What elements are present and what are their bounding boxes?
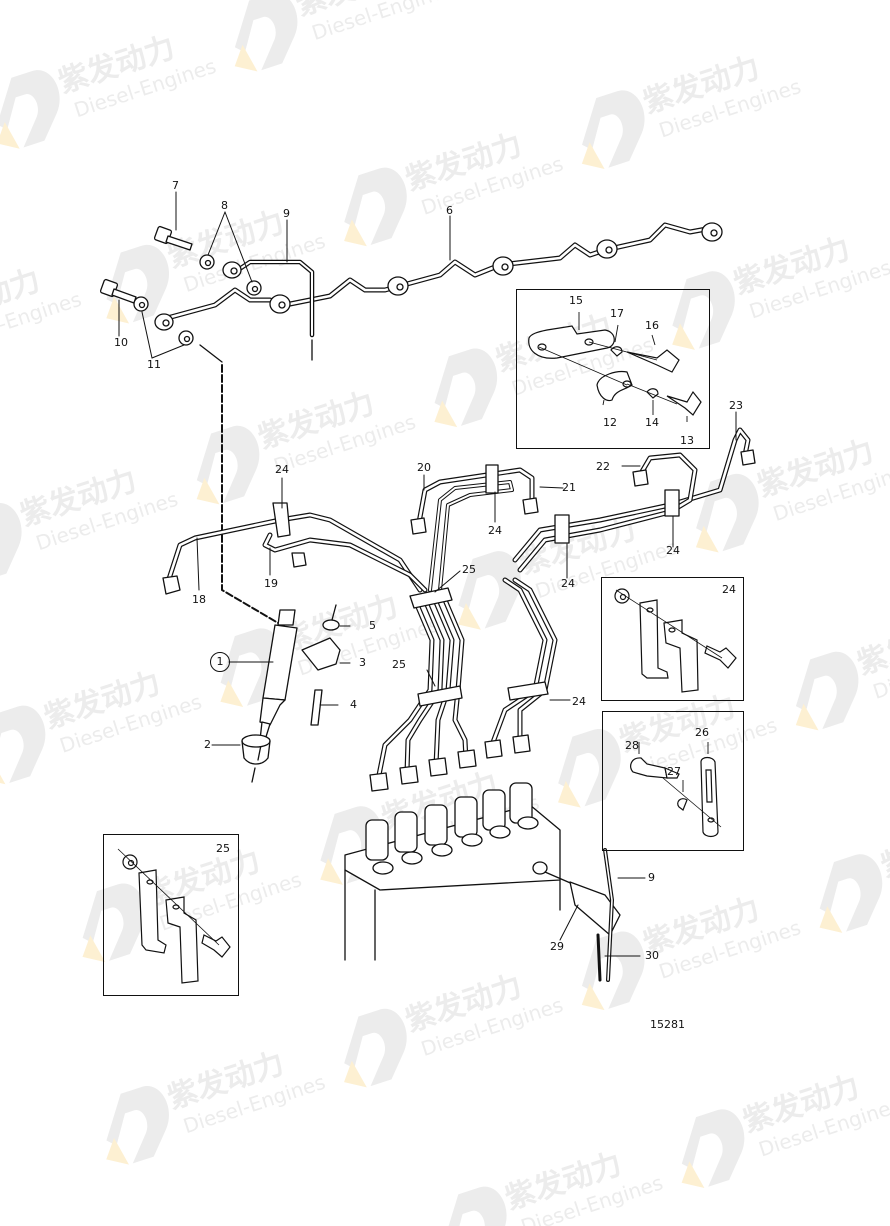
- return-pipe-6: [277, 222, 723, 309]
- callout-18: 18: [192, 593, 206, 606]
- callout-2: 2: [204, 738, 211, 751]
- callout-4: 4: [350, 698, 357, 711]
- callout-26: 26: [695, 726, 709, 739]
- callout-8: 8: [221, 199, 228, 212]
- inset-24-title: 24: [722, 583, 736, 596]
- callout-22: 22: [596, 460, 610, 473]
- inset-bracket-26: 28 27 26: [602, 711, 744, 851]
- callout-21: 21: [562, 481, 576, 494]
- callout-13: 13: [680, 434, 694, 447]
- callout-25-upper: 25: [462, 563, 476, 576]
- figure-number: 15281: [650, 1018, 685, 1031]
- callout-15: 15: [569, 294, 583, 307]
- callout-9-top: 9: [283, 207, 290, 220]
- bracket-26-drawing: [630, 742, 722, 838]
- callout-23: 23: [729, 399, 743, 412]
- bracket-25-drawing: [117, 848, 231, 984]
- callout-29: 29: [550, 940, 564, 953]
- callout-24-lower: 24: [572, 695, 586, 708]
- callout-25-lower: 25: [392, 658, 406, 671]
- inset-25-title: 25: [216, 842, 230, 855]
- callout-5: 5: [369, 619, 376, 632]
- leader-lines-mid: [196, 411, 737, 957]
- callout-20: 20: [417, 461, 431, 474]
- injector-assembly: [241, 604, 341, 783]
- delivery-pipes-left: [162, 502, 428, 595]
- leader-lines-top: [118, 191, 451, 359]
- callout-16: 16: [645, 319, 659, 332]
- inset-bracket-25: 25: [103, 834, 239, 996]
- callout-7: 7: [172, 179, 179, 192]
- callout-24-mid: 24: [561, 577, 575, 590]
- banjo-bolts: [99, 225, 262, 346]
- delivery-pipes-right: [484, 427, 756, 759]
- callout-24-center: 24: [488, 524, 502, 537]
- callout-17: 17: [610, 307, 624, 320]
- callout-9-bottom: 9: [648, 871, 655, 884]
- leak-off-pipe: [157, 259, 315, 631]
- callout-28: 28: [625, 739, 639, 752]
- callout-6: 6: [446, 204, 453, 217]
- callout-30: 30: [645, 949, 659, 962]
- callout-19: 19: [264, 577, 278, 590]
- callout-12: 12: [603, 416, 617, 429]
- injection-pump: [344, 782, 621, 982]
- callout-3: 3: [359, 656, 366, 669]
- callout-11: 11: [147, 358, 161, 371]
- clamp-detail-drawing: [528, 312, 702, 422]
- callout-14: 14: [645, 416, 659, 429]
- inset-bracket-24: 24: [601, 577, 744, 701]
- callout-10: 10: [114, 336, 128, 349]
- bracket-24-drawing: [614, 588, 737, 693]
- callout-1: 1: [210, 652, 230, 672]
- callout-24-right: 24: [666, 544, 680, 557]
- inset-clamp-detail: 15 17 16 12 14 13: [516, 289, 710, 449]
- delivery-pipes-center: [369, 464, 539, 792]
- callout-24-left: 24: [275, 463, 289, 476]
- callout-27: 27: [667, 765, 681, 778]
